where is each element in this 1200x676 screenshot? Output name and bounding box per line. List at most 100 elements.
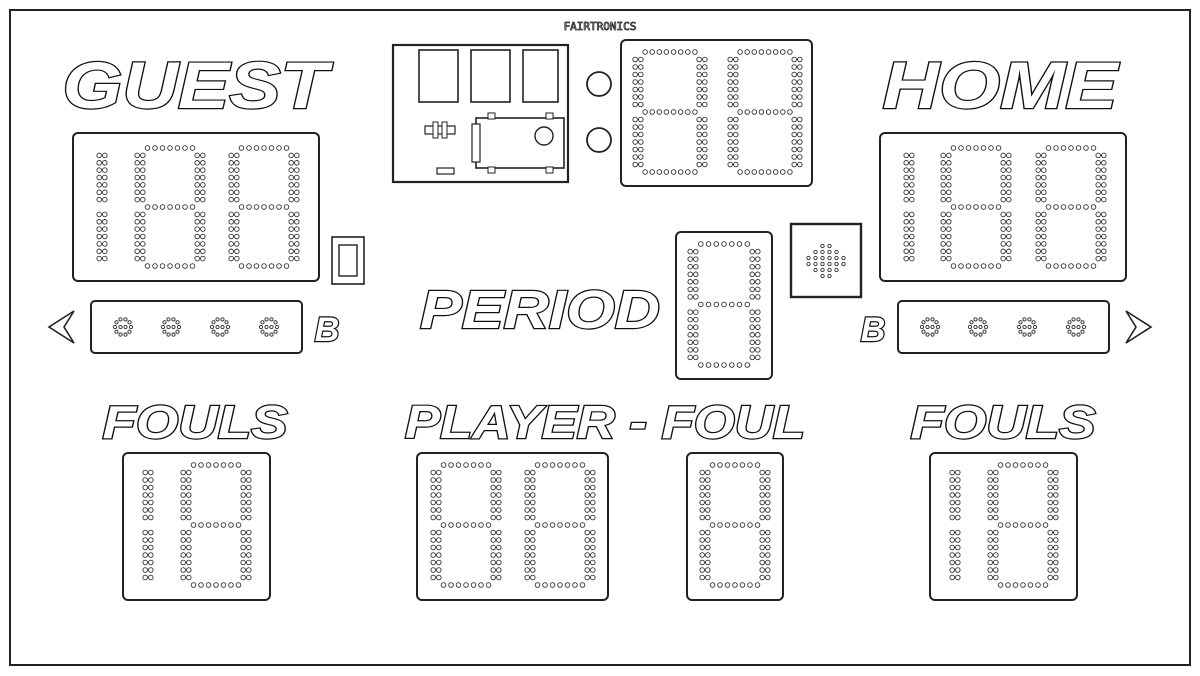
guest-bonus-light-2 <box>171 324 176 330</box>
clock-digit-1-seg-c <box>696 131 702 138</box>
home-score-digit-2-seg-b <box>1000 174 1006 181</box>
home-fouls-digit-1-seg-c <box>949 559 955 566</box>
clock-digit-2-seg-b <box>797 56 803 63</box>
guest-score-digit-2-seg-c <box>194 211 200 218</box>
guest-score-digit-1-seg-b <box>102 152 108 159</box>
home-score-digit-3-seg-e <box>1041 248 1047 255</box>
home-fouls-digit-2-seg-b <box>1053 484 1059 491</box>
guest-score-digit-2-seg-e <box>134 233 140 240</box>
guest-score-digit-3-seg-e <box>228 248 234 255</box>
home-score-digit-3-seg-a <box>1068 145 1074 151</box>
home-bonus-light-3 <box>1022 317 1027 322</box>
clock-digit-1-seg-a <box>649 49 655 55</box>
home-bonus-light-4 <box>1071 317 1076 322</box>
home-score-digit-2-seg-a <box>995 145 1002 151</box>
clock-digit-2-seg-b <box>797 71 803 78</box>
guest-score-digit-2-seg-e <box>134 255 140 262</box>
horn-dot <box>806 261 811 267</box>
period-digit-seg-g <box>721 301 727 308</box>
clock-digit-1-seg-f <box>638 79 644 85</box>
home-score-digit-3-seg-a <box>1060 145 1067 151</box>
player-number-digit-1-seg-g <box>448 522 454 528</box>
guest-score-digit-2-seg-e <box>140 219 146 225</box>
foul-count-digit-seg-e <box>705 559 711 566</box>
home-score-digit-2-seg-b <box>1006 189 1012 196</box>
player-number-digit-1-seg-b <box>496 499 502 506</box>
guest-score-digit-3-seg-f <box>234 174 240 181</box>
home-score-digit-3-seg-b <box>1101 167 1107 173</box>
foul-count-digit-seg-c <box>759 529 765 536</box>
period-digit-seg-e <box>687 332 693 338</box>
guest-score-digit-3-seg-e <box>228 211 234 218</box>
horn-dot <box>820 249 825 255</box>
home-fouls-digit-2-seg-g <box>1027 522 1034 528</box>
guest-score-digit-3-seg-d <box>268 263 275 269</box>
home-score-digit-2-seg-e <box>940 233 946 240</box>
foul-count-digit-seg-a <box>739 462 746 468</box>
home-fouls-digit-2-seg-f <box>987 484 993 491</box>
home-score-digit-3-seg-c <box>1095 241 1101 247</box>
period-digit-seg-g <box>705 301 712 308</box>
foul-count-digit-seg-e <box>705 537 711 543</box>
clock-digit-2-seg-b <box>791 94 797 100</box>
guest-bonus-light-2 <box>175 329 180 334</box>
period-digit-seg-b <box>755 286 761 293</box>
guest-fouls-digit-1-seg-b <box>148 469 154 476</box>
player-number-digit-1-seg-e <box>436 537 442 543</box>
player-number-digit-1-seg-e <box>430 567 436 573</box>
home-fouls-digit-1-seg-b <box>955 477 961 483</box>
home-score-digit-2-seg-f <box>940 167 946 173</box>
player-number-digit-1-seg-a <box>448 462 454 468</box>
home-bonus-panel <box>897 300 1110 354</box>
home-score-digit-2-seg-c <box>1006 255 1012 262</box>
foul-count-digit-seg-g <box>717 522 723 528</box>
horn-dot <box>827 273 832 279</box>
control-slot-1 <box>418 49 459 103</box>
player-number-digit-1-seg-f <box>430 469 436 476</box>
player-number-digit-1-seg-d <box>470 582 477 588</box>
player-number-digit-1-seg-f <box>436 492 442 498</box>
period-digit-seg-b <box>749 248 755 255</box>
guest-fouls-digit-1-seg-b <box>148 499 154 506</box>
guest-fouls-digit-1-seg-c <box>148 552 154 558</box>
home-fouls-digit-2-seg-c <box>1053 529 1059 536</box>
guest-fouls-digit-2-seg-g <box>190 522 197 528</box>
horn-box <box>789 222 863 299</box>
guest-bonus-light-2 <box>166 317 171 322</box>
home-score-digit-3-seg-g <box>1075 204 1082 210</box>
period-digit-seg-b <box>755 271 761 278</box>
foul-count-digit-seg-a <box>709 462 716 468</box>
home-score-digit-2-seg-f <box>940 174 946 181</box>
foul-count-digit-seg-a <box>747 462 753 468</box>
home-score-digit-2-seg-a <box>965 145 972 151</box>
clock-digit-1-seg-c <box>702 116 708 123</box>
player-number-digit-1-seg-b <box>490 514 496 521</box>
home-score-digit-3-seg-d <box>1045 263 1052 269</box>
clock-digit-2-seg-c <box>797 131 803 138</box>
guest-score-digit-1-seg-c <box>102 211 108 218</box>
foul-count-digit-seg-f <box>699 499 705 506</box>
guest-score-digit-3-seg-d <box>283 263 290 269</box>
home-fouls-digit-2-seg-f <box>993 507 999 513</box>
player-number-digit-2-seg-a <box>549 462 556 468</box>
guest-fouls-digit-2-seg-b <box>240 484 246 491</box>
player-number-digit-2-seg-c <box>590 529 596 536</box>
clock-digit-2-seg-b <box>791 56 797 63</box>
guest-fouls-digit-2-seg-g <box>228 522 234 528</box>
guest-score-digit-3-seg-e <box>234 255 240 262</box>
clock-digit-1-seg-e <box>632 146 638 153</box>
home-score-digit-2-seg-a <box>980 145 987 151</box>
foul-count-digit-seg-f <box>705 469 711 476</box>
guest-fouls-digit-1-seg-c <box>142 529 148 536</box>
player-number-digit-1-seg-e <box>430 552 436 558</box>
guest-bonus-light-3 <box>224 320 229 325</box>
clock-digit-1-seg-f <box>638 101 644 108</box>
guest-bonus-light-1 <box>127 329 132 334</box>
home-score-digit-3-seg-g <box>1045 204 1052 210</box>
home-score-digit-3-seg-b <box>1095 160 1101 166</box>
guest-score-digit-1-seg-b <box>96 167 102 173</box>
guest-bonus-light-3 <box>215 332 220 337</box>
guest-fouls-digit-2-seg-f <box>186 507 192 513</box>
home-score-digit-1-seg-b <box>903 167 909 173</box>
clock-digit-2-seg-f <box>727 71 733 78</box>
